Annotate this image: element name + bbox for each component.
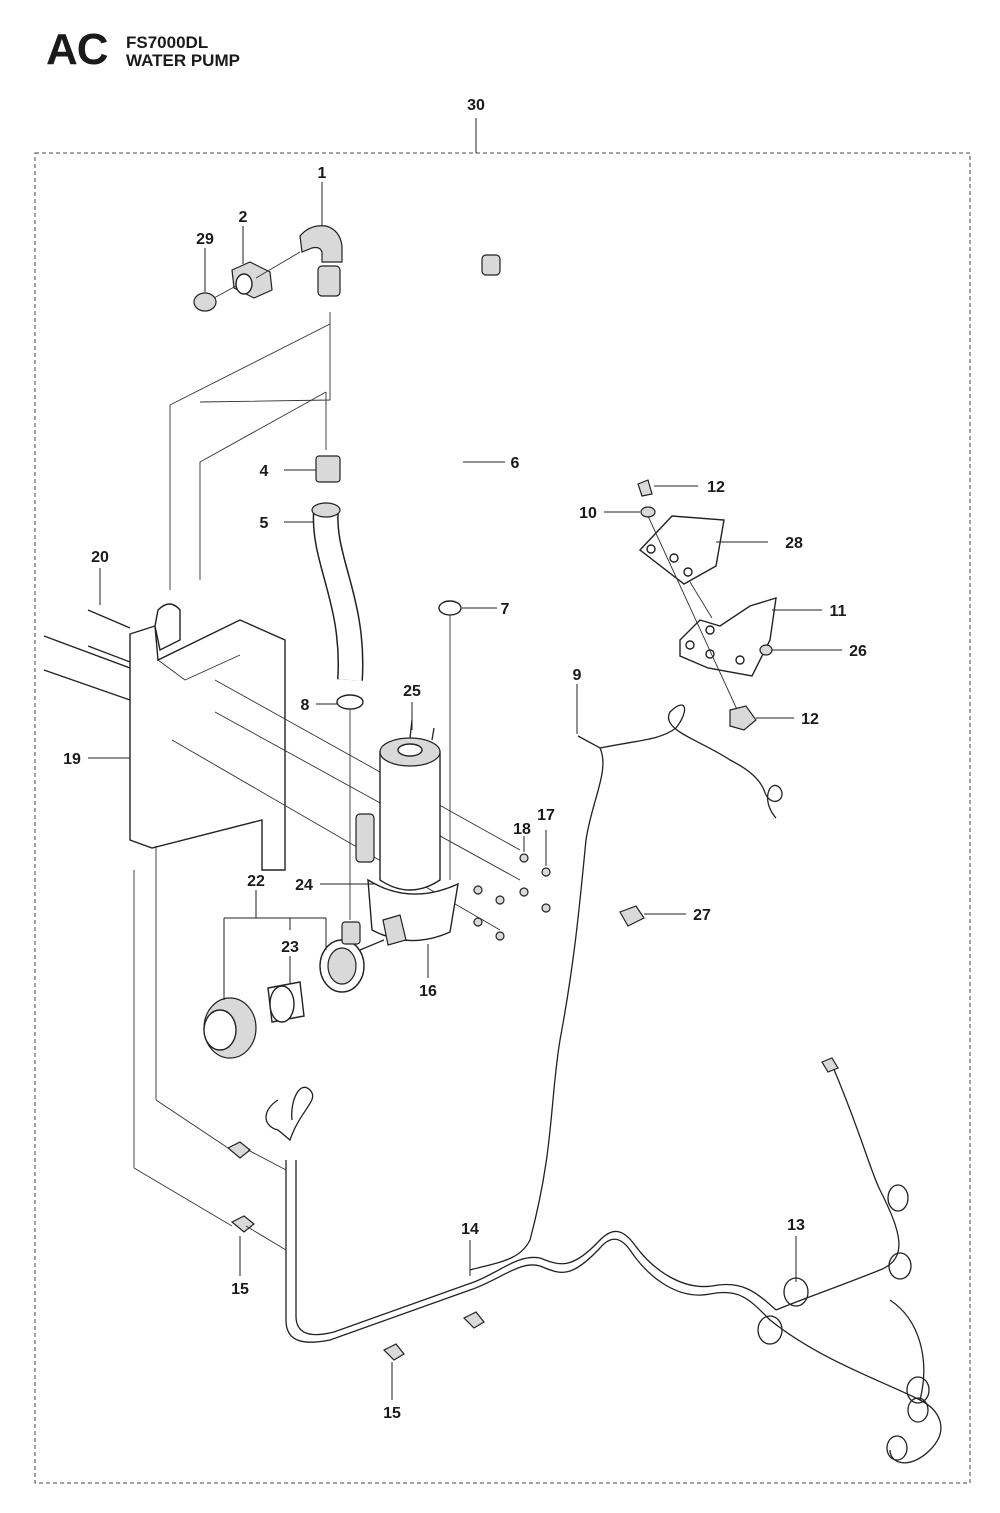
pump-wires (409, 719, 435, 741)
assembly-frame (34, 152, 971, 1484)
callout-8: 8 (301, 697, 310, 714)
pump-housing (203, 921, 385, 1059)
clip-12 (729, 705, 757, 731)
washer-10 (640, 506, 656, 518)
callout-7: 7 (501, 601, 510, 618)
mount-plate (679, 597, 777, 677)
cable-clips (226, 1141, 485, 1361)
callout-11: 11 (830, 603, 847, 620)
callout-15-bottom: 15 (383, 1405, 401, 1422)
relay (619, 905, 645, 927)
elbow-fitting (299, 225, 343, 297)
callout-18: 18 (513, 821, 531, 838)
callout-25: 25 (403, 683, 421, 700)
hose-clamp-7 (438, 600, 462, 616)
callout-16: 16 (419, 983, 437, 1000)
callout-23: 23 (281, 939, 299, 956)
callout-12-bottom: 12 (801, 711, 819, 728)
callout-13: 13 (787, 1217, 805, 1234)
mounting-screws (43, 609, 131, 701)
end-cap (193, 292, 217, 312)
connector-line (199, 312, 331, 403)
fastener-nuts (473, 853, 551, 941)
callout-4: 4 (260, 463, 269, 480)
mounting-bracket (129, 603, 286, 871)
callout-22: 22 (247, 873, 265, 890)
long-hose (400, 254, 501, 575)
callout-27: 27 (693, 907, 711, 924)
wiring-harness (265, 1057, 942, 1464)
callout-5: 5 (260, 515, 269, 532)
leader-22 (223, 890, 327, 1000)
screw-12-top (637, 479, 653, 497)
callout-19: 19 (63, 751, 81, 768)
callout-2: 2 (239, 209, 248, 226)
callout-24: 24 (295, 877, 313, 894)
callout-30: 30 (467, 97, 485, 114)
callout-12-top: 12 (707, 479, 725, 496)
callout-1: 1 (318, 165, 327, 182)
callout-28: 28 (785, 535, 803, 552)
pump-motor (355, 737, 459, 946)
callout-26: 26 (849, 643, 867, 660)
washer-26 (759, 644, 773, 656)
callout-15-left: 15 (231, 1281, 249, 1298)
hose-clamp-8 (336, 694, 364, 710)
section-code: AC (46, 25, 109, 74)
hex-nut (231, 261, 273, 299)
page-header: AC FS7000DL WATER PUMP (46, 28, 346, 78)
hose-fitting (315, 455, 341, 483)
callout-17: 17 (537, 807, 555, 824)
diagram-title: WATER PUMP (126, 51, 240, 70)
callout-20: 20 (91, 549, 109, 566)
short-hose (311, 502, 364, 681)
callout-9: 9 (573, 667, 582, 684)
callout-29: 29 (196, 231, 214, 248)
cable-9 (469, 704, 783, 1271)
callout-14: 14 (461, 1221, 479, 1238)
callout-10: 10 (579, 505, 597, 522)
callout-6: 6 (511, 455, 520, 472)
model-name: FS7000DL (126, 33, 209, 52)
